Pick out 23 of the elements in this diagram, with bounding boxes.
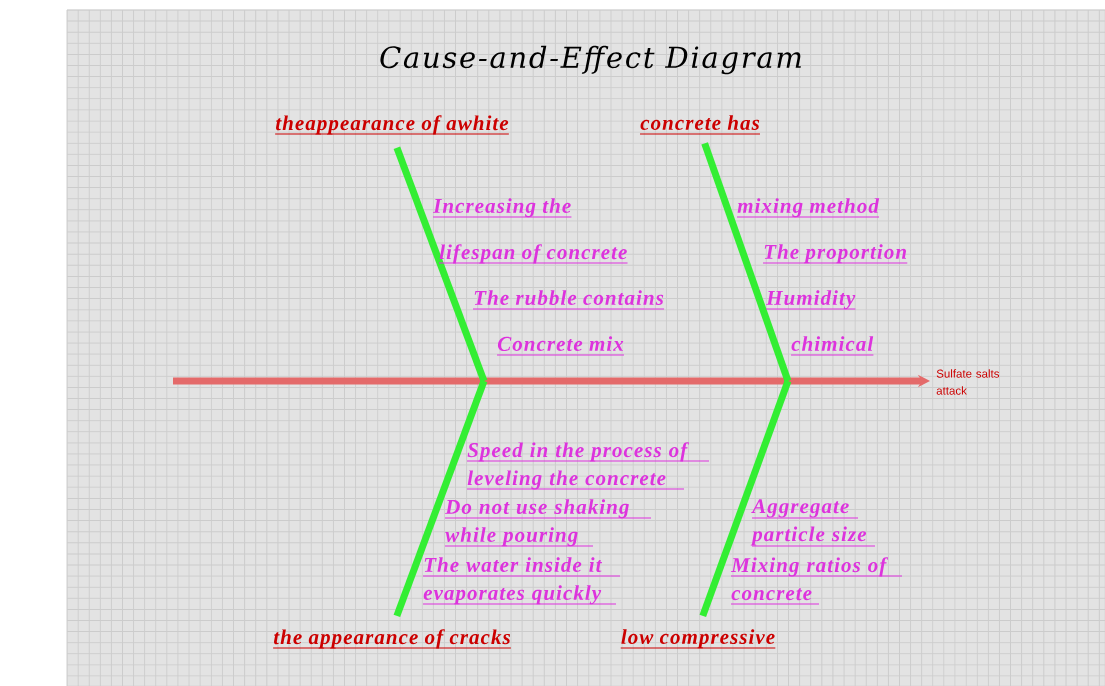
category-label: the appearance of cracks [272,629,512,649]
cause-label: Mixing ratios of concrete [730,557,903,605]
cause-label: mixing method [736,198,880,218]
cause-label: Concrete mix [496,336,625,356]
cause-label: The rubble contains [472,290,665,310]
effect-label: Sulfate salts attack [936,369,1000,395]
cause-label: The proportion [762,244,908,264]
title: Cause-and-Effect Diagram [380,45,801,75]
category-label: theappearance of awhite [274,115,510,135]
cause-label: Do not use shaking while pouring [444,499,652,547]
category-label: concrete has [639,115,761,135]
cause-label: Humidity [765,290,857,310]
cause-label: Aggregate particle size [750,499,876,547]
bone-line [393,146,488,383]
bone-line [701,142,792,383]
bone-line [699,379,792,618]
cause-label: chimical [790,336,874,356]
bone-line [393,379,488,618]
cause-label: Speed in the process of leveling the concrete [466,442,710,490]
cause-label: The water inside it evaporates quickly [422,557,621,605]
cause-label: lifespan of concrete [438,244,629,264]
cause-label: Increasing the [432,198,573,218]
category-label: low compressive [620,629,776,649]
